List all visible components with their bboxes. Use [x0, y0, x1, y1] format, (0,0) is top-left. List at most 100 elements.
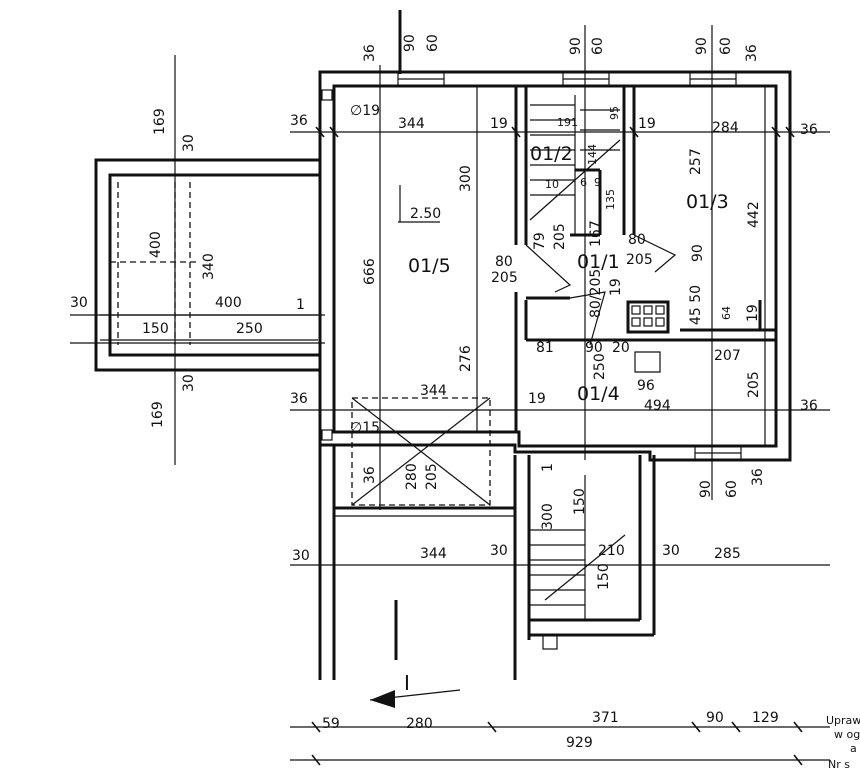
dim-30-row3-left: 30 — [292, 548, 310, 564]
dimension-lines — [70, 10, 830, 766]
dim-344-b: 344 — [420, 383, 447, 399]
dim-20: 20 — [612, 340, 630, 356]
dim-19-a: 19 — [490, 116, 508, 132]
dim-205-c: 205 — [626, 252, 653, 268]
dim-dia19: ∅19 — [350, 103, 380, 119]
dim-929: 929 — [566, 735, 593, 751]
note-line-3: a — [850, 742, 857, 755]
note-line-1: Upraw — [826, 714, 860, 727]
section-marker: I — [404, 671, 410, 695]
dim-30-terrace-bottom: 30 — [181, 374, 197, 392]
dim-90-f: 90 — [585, 340, 603, 356]
dim-36-right-1: 36 — [800, 122, 818, 138]
dim-36-left-2: 36 — [290, 391, 308, 407]
dim-80-b: 80 — [628, 232, 646, 248]
stair-95: 95 — [608, 106, 621, 120]
dim-36-right-2: 36 — [800, 398, 818, 414]
dim-344-c: 344 — [420, 546, 447, 562]
dim-371: 371 — [592, 710, 619, 726]
dim-205-a: 205 — [491, 270, 518, 286]
dim-169-top: 169 — [152, 108, 168, 135]
dim-64: 64 — [720, 306, 733, 320]
dim-90-top-1: 90 — [402, 34, 418, 52]
dim-150-b: 150 — [572, 488, 588, 515]
dim-dia15: ∅15 — [350, 420, 380, 436]
dim-81: 81 — [536, 340, 554, 356]
dim-19-e: 19 — [528, 391, 546, 407]
dim-1-a: 1 — [296, 297, 305, 313]
dim-250: 250 — [236, 321, 263, 337]
dim-19-b: 19 — [638, 116, 656, 132]
dim-60-bottom: 60 — [724, 480, 740, 498]
dim-300-b: 300 — [540, 503, 556, 530]
room-01-2-label: 01/2 — [530, 143, 573, 165]
room-01-3-label: 01/3 — [686, 191, 729, 213]
stair-6: 6 — [580, 176, 587, 189]
dim-96: 96 — [637, 378, 655, 394]
dim-36-bottom-right: 36 — [750, 468, 766, 486]
dim-285: 285 — [714, 546, 741, 562]
dim-494: 494 — [644, 398, 671, 414]
stair-144: 144 — [586, 144, 599, 165]
dim-36-entrance: 36 — [362, 466, 378, 484]
dim-80-a: 80 — [495, 254, 513, 270]
dim-150-a: 150 — [142, 321, 169, 337]
dim-60-top-3: 60 — [718, 37, 734, 55]
note-line-4: Nr s — [828, 758, 850, 771]
dim-666: 666 — [362, 258, 378, 285]
stair-9: 9 — [594, 176, 601, 189]
dim-284: 284 — [712, 120, 739, 136]
room-01-5-label: 01/5 — [408, 255, 451, 277]
dim-344-a: 344 — [398, 116, 425, 132]
dim-19-c: 19 — [608, 278, 624, 296]
dim-1-b: 1 — [540, 463, 556, 472]
dim-30-terrace-top: 30 — [181, 134, 197, 152]
dim-250-b: 250 — [592, 353, 608, 380]
dim-442: 442 — [746, 201, 762, 228]
note-line-2: w og — [834, 728, 860, 741]
stair-135: 135 — [604, 189, 617, 210]
dim-90-bottom: 90 — [698, 480, 714, 498]
corner-note: Upraw w og a Nr s — [826, 714, 860, 771]
dim-36-top-right: 36 — [744, 44, 760, 62]
dim-30-row3-right: 30 — [662, 543, 680, 559]
dim-400-horiz: 400 — [215, 295, 242, 311]
dim-79: 79 — [532, 232, 548, 250]
door-swings — [525, 234, 677, 373]
dim-280-b: 280 — [406, 716, 433, 732]
dim-340: 340 — [201, 253, 217, 280]
stairs-01-2 — [529, 95, 621, 235]
dim-129: 129 — [752, 710, 779, 726]
room-labels: 01/5 01/2 01/1 01/3 01/4 2.50 — [398, 143, 729, 405]
dim-167: 167 — [588, 220, 604, 247]
porch-and-stairs — [318, 397, 656, 680]
dim-205-b: 205 — [552, 223, 568, 250]
dim-60-top-2: 60 — [590, 37, 606, 55]
dim-300-a: 300 — [458, 165, 474, 192]
dim-36-top: 36 — [362, 44, 378, 62]
dim-90-e: 90 — [690, 244, 706, 262]
dim-90-top-3: 90 — [694, 37, 710, 55]
dim-60-top-1: 60 — [425, 34, 441, 52]
dim-210: 210 — [598, 543, 625, 559]
floor-level-label: 2.50 — [410, 206, 441, 222]
dim-45-50: 45 50 — [688, 285, 704, 325]
dim-30-row3-mid: 30 — [490, 543, 508, 559]
dim-150-c: 150 — [596, 563, 612, 590]
dim-90-g: 90 — [706, 710, 724, 726]
dim-205-d: 205 — [746, 371, 762, 398]
dim-205-e: 205 — [424, 463, 440, 490]
dim-80-205: 80/205 — [588, 269, 604, 318]
dim-400-vert: 400 — [148, 231, 164, 258]
dim-257: 257 — [688, 148, 704, 175]
dim-36-left-1: 36 — [290, 113, 308, 129]
dim-59: 59 — [322, 716, 340, 732]
bathroom-fixtures — [626, 300, 670, 334]
dim-19-d: 19 — [745, 304, 761, 322]
dim-90-top-2: 90 — [568, 37, 584, 55]
dimension-labels: 36 90 60 90 60 90 60 36 36 344 19 19 284… — [70, 34, 818, 751]
room-01-1-label: 01/1 — [577, 251, 620, 273]
building-walls — [318, 70, 792, 462]
dim-30-left: 30 — [70, 295, 88, 311]
